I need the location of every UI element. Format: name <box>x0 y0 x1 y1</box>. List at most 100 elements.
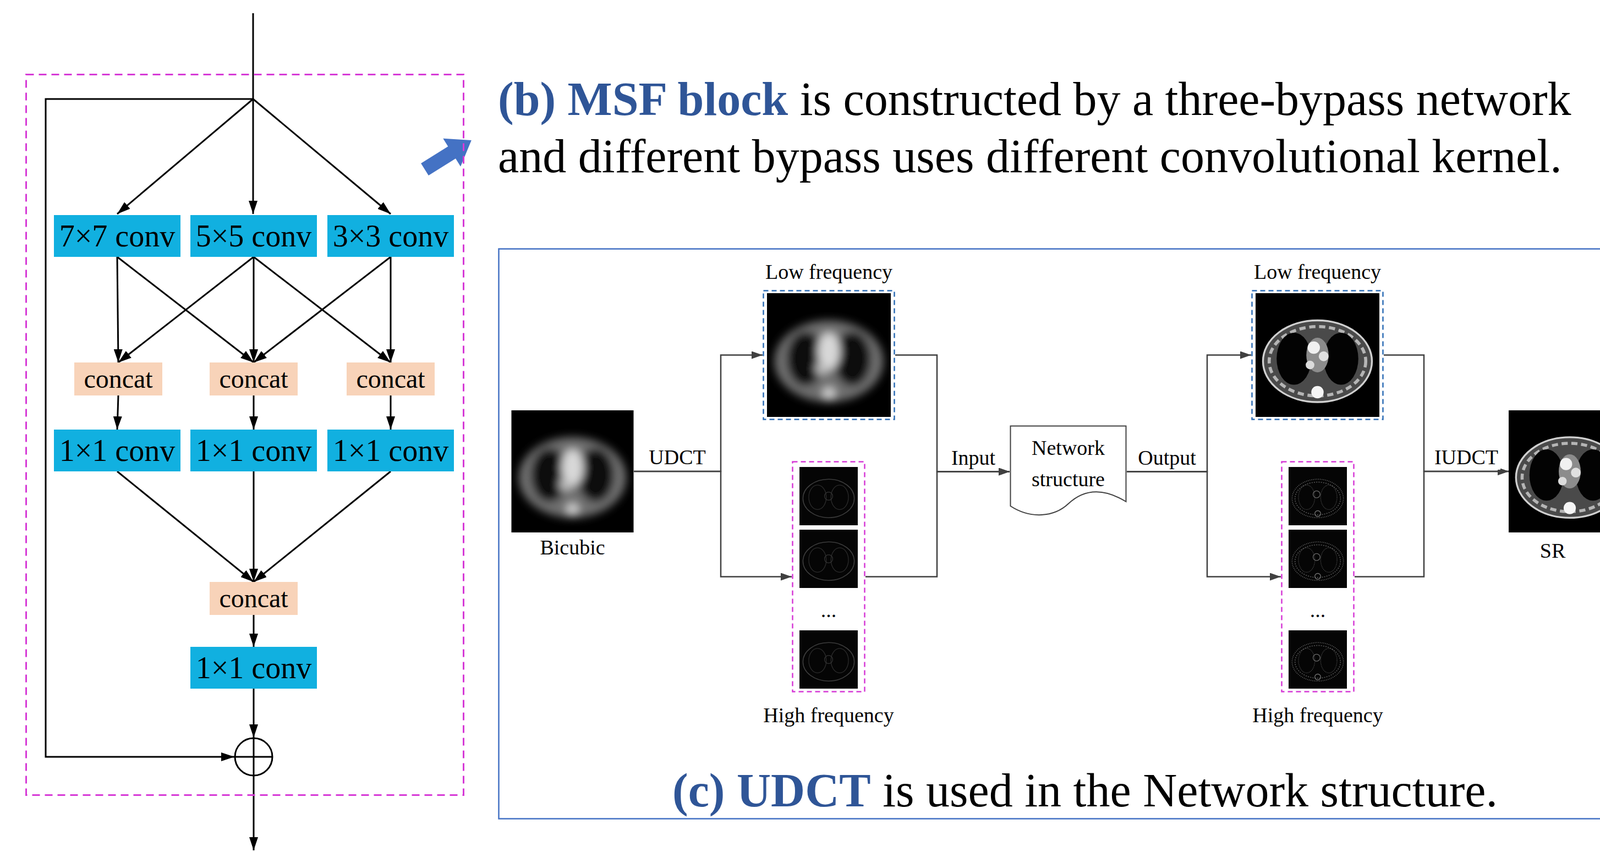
subband-box: ...High frequency <box>791 461 866 693</box>
connector-arrow <box>633 471 792 578</box>
node-label: 5×5 conv <box>195 218 312 254</box>
frame-outline <box>792 462 865 693</box>
connector-arrow <box>865 472 1010 578</box>
concat-box: concat <box>74 362 163 396</box>
edge-label: IUDCT <box>1432 445 1501 470</box>
node-label: Network structure <box>1014 432 1123 496</box>
high-frequency-image <box>1288 630 1347 689</box>
caption-heading: (b) MSF block <box>497 72 788 126</box>
branch-wire <box>252 99 255 215</box>
connector-arrow <box>253 471 391 583</box>
image-label: Low frequency <box>765 260 893 285</box>
subband-box: Low frequency <box>1251 289 1384 421</box>
concat-box: concat <box>209 582 298 616</box>
connector-arrow <box>253 256 391 363</box>
node-label: concat <box>355 363 425 394</box>
conv-box: 1×1 conv <box>190 429 317 472</box>
connector-arrow <box>390 256 392 363</box>
caption-body: is used in the Network structure. <box>882 764 1498 818</box>
frame-outline <box>1280 461 1355 693</box>
image-label: Low frequency <box>1253 260 1382 285</box>
low-frequency-image <box>766 293 891 418</box>
high-frequency-image <box>799 529 858 589</box>
connector-arrow <box>117 471 254 583</box>
high-frequency-image <box>1288 467 1347 526</box>
node-label: 3×3 conv <box>332 218 449 254</box>
connector-arrow <box>1383 355 1509 473</box>
input-wire <box>252 13 255 100</box>
conv-box: 1×1 conv <box>190 647 317 689</box>
sum-symbol <box>234 738 273 776</box>
connector-arrow <box>118 256 254 363</box>
low-frequency-image <box>1255 293 1380 418</box>
sum-wire <box>253 688 255 738</box>
caption-text-block: (b) MSF blockis constructed by a three-b… <box>497 70 1596 185</box>
frame-outline <box>791 461 866 693</box>
edge-label: UDCT <box>646 445 708 470</box>
caption-text-block: (c) UDCTis used in the Network structure… <box>617 762 1553 820</box>
document-box: Network structure <box>1009 425 1127 519</box>
sum-symbol <box>234 738 273 776</box>
udct-panel: (c) UDCTis used in the Network structure… <box>497 248 1600 820</box>
sr-image <box>1508 410 1600 533</box>
image-label: High frequency <box>763 703 894 728</box>
connector-arrow <box>253 471 255 583</box>
frame-outline <box>762 289 896 421</box>
callout-arrow <box>415 126 481 184</box>
image-label: Bicubic <box>539 535 605 561</box>
image-label: High frequency <box>1252 703 1383 728</box>
node-label: 1×1 conv <box>195 650 312 686</box>
connector-arrow <box>390 395 392 430</box>
subband-box: ...High frequency <box>1280 461 1355 693</box>
frame-outline <box>497 248 1600 820</box>
concat-box: concat <box>346 362 435 396</box>
high-frequency-image <box>1288 529 1347 589</box>
branch-wire <box>117 99 254 215</box>
connector-arrow <box>117 395 119 430</box>
conv-box: 1×1 conv <box>53 429 181 472</box>
node-label: 1×1 conv <box>332 433 449 469</box>
branch-wire <box>253 99 391 215</box>
image-box: SR <box>1508 410 1597 533</box>
connector-arrow <box>253 256 255 363</box>
frame-outline <box>763 291 895 420</box>
output-wire <box>253 775 255 851</box>
connector-arrow <box>117 256 254 363</box>
image-box: Bicubic <box>511 410 634 533</box>
bicubic-image <box>511 410 634 533</box>
concat-box: concat <box>209 362 298 396</box>
node-label: concat <box>218 363 288 394</box>
frame-outline <box>499 249 1600 820</box>
frame-outline <box>1251 289 1384 421</box>
node-label: concat <box>218 583 288 614</box>
connector-arrow <box>1354 471 1509 578</box>
edge-label: Input <box>949 446 998 471</box>
edge-label: Output <box>1135 446 1199 471</box>
high-frequency-image <box>799 630 858 689</box>
subband-box: Low frequency <box>762 289 896 421</box>
image-label: SR <box>1540 539 1566 564</box>
document-shape <box>1010 426 1127 516</box>
caption-heading: (c) UDCT <box>672 764 871 818</box>
connector-arrow <box>253 256 391 363</box>
frame-outline <box>1281 462 1355 693</box>
node-label: 7×7 conv <box>59 218 175 254</box>
connector-arrow <box>117 256 119 363</box>
conv-box: 3×3 conv <box>327 215 454 257</box>
ellipsis-mark: ... <box>820 598 837 623</box>
connector-arrow <box>633 355 763 473</box>
connector-arrow <box>895 355 1010 473</box>
connector-arrow <box>253 615 255 648</box>
frame-outline <box>26 74 464 796</box>
connector-arrow <box>1126 472 1281 578</box>
frame-outline <box>1252 291 1384 420</box>
conv-box: 7×7 conv <box>53 215 181 257</box>
high-frequency-image <box>799 467 858 526</box>
node-label: 1×1 conv <box>59 433 175 469</box>
connector-arrow <box>253 395 255 430</box>
ellipsis-mark: ... <box>1310 598 1326 623</box>
connector-arrow <box>1126 355 1252 473</box>
msf-block-frame: (b) MSF blockis constructed by a three-b… <box>25 73 465 797</box>
